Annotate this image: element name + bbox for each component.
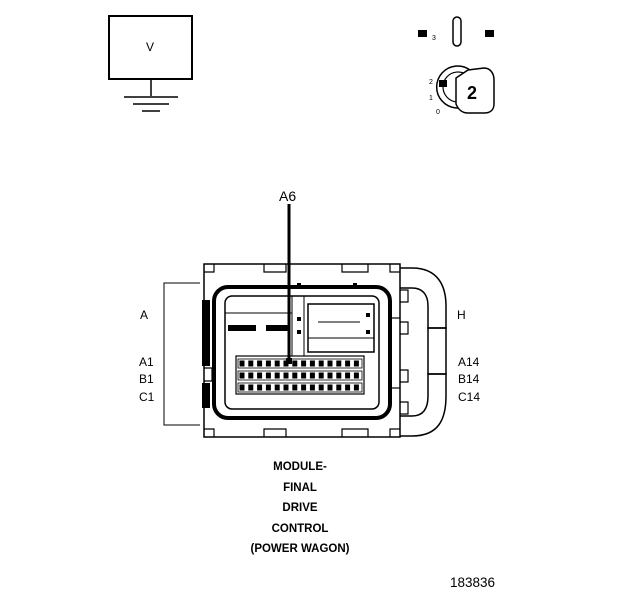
connector-pin	[309, 372, 315, 379]
pin-callout-leader	[286, 204, 292, 364]
connector-pin	[265, 384, 271, 391]
ignition-selected-position: 2	[467, 83, 478, 103]
right-label-a14: A14	[458, 355, 480, 369]
connector-pin	[283, 372, 289, 379]
connector-pin	[336, 384, 342, 391]
connector-pin	[274, 384, 280, 391]
connector-pin	[309, 384, 315, 391]
connector-pin	[292, 372, 298, 379]
connector-pin	[345, 384, 351, 391]
voltmeter-symbol	[108, 15, 193, 112]
connector-pin	[318, 384, 324, 391]
caption-line-1: MODULE-	[273, 461, 327, 473]
left-label-c1: C1	[139, 390, 155, 404]
connector-pin	[345, 360, 351, 367]
left-label-row-a: A	[140, 308, 149, 322]
connector-pin	[292, 384, 298, 391]
connector-pin	[283, 384, 289, 391]
connector-pin	[309, 360, 315, 367]
connector-pin	[274, 372, 280, 379]
pin-grid	[239, 360, 359, 391]
connector-pin	[301, 384, 307, 391]
connector-pin	[336, 372, 342, 379]
connector-pin	[265, 360, 271, 367]
ignition-key-icon	[418, 16, 495, 114]
connector-pin	[353, 384, 359, 391]
connector-pin	[301, 372, 307, 379]
figure-number: 183836	[450, 575, 496, 590]
right-label-row-h: H	[457, 308, 466, 322]
caption-line-3: DRIVE	[282, 502, 318, 514]
connector-pin	[353, 372, 359, 379]
connector-pin	[257, 384, 263, 391]
ignition-position-2: 2	[429, 79, 433, 86]
connector-pin	[336, 360, 342, 367]
caption-line-4: CONTROL	[271, 523, 329, 535]
right-label-c14: C14	[458, 390, 481, 404]
connector-pin	[327, 384, 333, 391]
connector-pin	[274, 360, 280, 367]
left-label-a1: A1	[139, 355, 154, 369]
connector-pin	[301, 360, 307, 367]
caption-line-2: FINAL	[283, 482, 317, 494]
ignition-position-1: 1	[429, 95, 433, 102]
connector-pin	[345, 372, 351, 379]
connector-pin	[257, 360, 263, 367]
connector-pin	[257, 372, 263, 379]
ignition-position-3: 3	[432, 35, 436, 42]
connector-pin	[248, 372, 254, 379]
voltmeter-label: V	[146, 40, 155, 54]
connector-pin	[248, 360, 254, 367]
connector-pin	[239, 372, 245, 379]
right-label-b14: B14	[458, 372, 480, 386]
connector-pin	[265, 372, 271, 379]
connector-pin	[318, 360, 324, 367]
ignition-position-0: 0	[436, 109, 440, 116]
pin-callout-label: A6	[279, 188, 297, 204]
connector-pin	[292, 360, 298, 367]
connector-pin	[239, 360, 245, 367]
connector-pin	[248, 384, 254, 391]
connector-pin	[239, 384, 245, 391]
connector-body	[163, 263, 447, 438]
left-label-b1: B1	[139, 372, 154, 386]
connector-pin	[318, 372, 324, 379]
connector-pin	[353, 360, 359, 367]
caption-line-5: (POWER WAGON)	[250, 543, 350, 555]
connector-pin	[327, 360, 333, 367]
connector-pin	[327, 372, 333, 379]
